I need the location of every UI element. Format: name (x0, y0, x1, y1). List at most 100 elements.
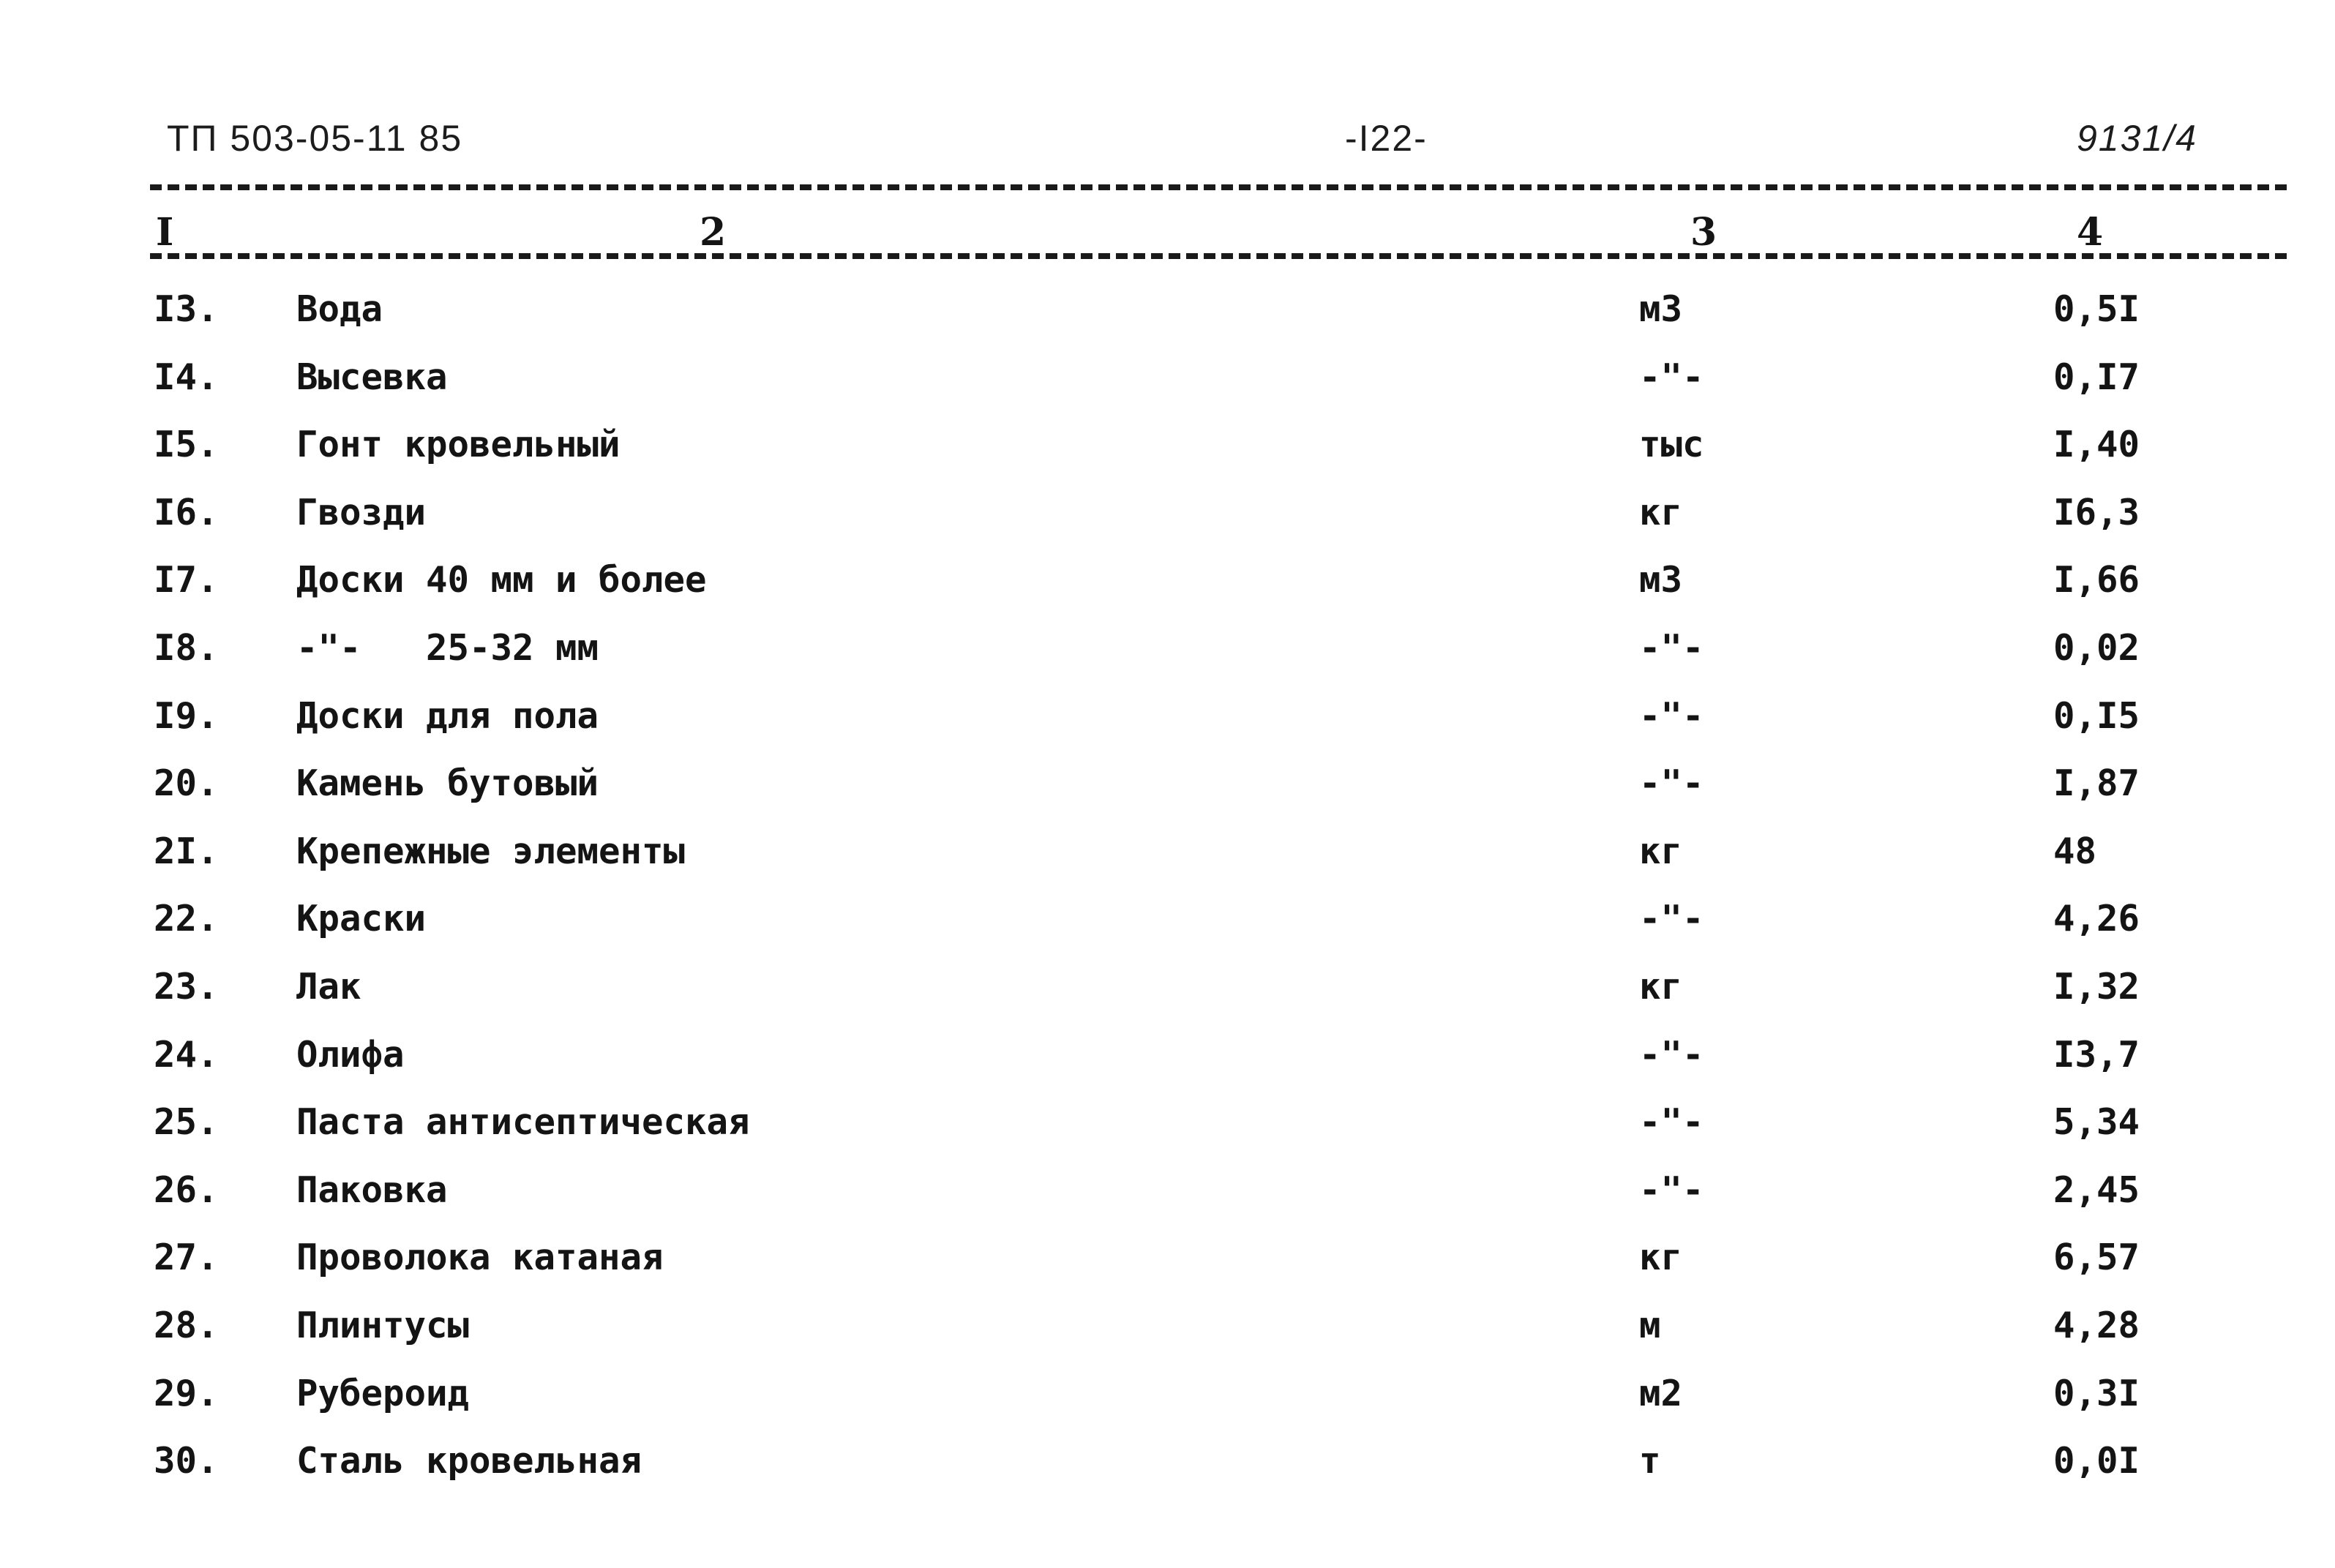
quantity: 48 (2053, 830, 2097, 872)
material-name: Паста антисептическая (296, 1101, 750, 1144)
unit: -"- (1639, 356, 1704, 398)
row-number: 26. (154, 1169, 219, 1211)
row-number: 23. (154, 965, 219, 1008)
table-row: 30. Сталь кровельная т 0,0I (0, 1436, 2335, 1504)
unit: -"- (1639, 1101, 1704, 1144)
row-number: I4. (154, 356, 219, 398)
unit: тыс (1639, 424, 1704, 466)
row-number: 29. (154, 1372, 219, 1414)
table-row: I4. Высевка -"- 0,I7 (0, 352, 2335, 420)
table-row: I6. Гвозди кг I6,3 (0, 487, 2335, 555)
material-name: Доски 40 мм и более (296, 559, 707, 601)
row-number: 28. (154, 1304, 219, 1346)
unit: -"- (1639, 626, 1704, 669)
row-number: 2I. (154, 830, 219, 872)
table-row: 29. Рубероид м2 0,3I (0, 1368, 2335, 1436)
table-row: 25. Паста антисептическая -"- 5,34 (0, 1097, 2335, 1165)
row-number: 20. (154, 762, 219, 805)
unit: м3 (1639, 559, 1683, 601)
unit: -"- (1639, 1169, 1704, 1211)
unit: -"- (1639, 694, 1704, 737)
material-name: Сталь кровельная (296, 1440, 642, 1482)
column-header-dashed-rule (150, 253, 2287, 259)
row-number: I6. (154, 491, 219, 533)
unit: кг (1639, 1237, 1683, 1279)
material-name: Камень бутовый (296, 762, 599, 805)
unit: -"- (1639, 1033, 1704, 1076)
row-number: I3. (154, 288, 219, 330)
table-row: I5. Гонт кровельный тыс I,40 (0, 419, 2335, 487)
material-name: Гвозди (296, 491, 427, 533)
table-row: 27. Проволока катаная кг 6,57 (0, 1232, 2335, 1300)
table-row: I9. Доски для пола -"- 0,I5 (0, 691, 2335, 759)
row-number: 27. (154, 1237, 219, 1279)
column-number-3: 3 (1684, 212, 1723, 253)
unit: -"- (1639, 762, 1704, 805)
quantity: I,66 (2053, 559, 2140, 601)
material-name: -"- 25-32 мм (296, 626, 599, 669)
table-row: 24. Олифа -"- I3,7 (0, 1029, 2335, 1098)
quantity: 0,02 (2053, 626, 2140, 669)
quantity: 4,26 (2053, 898, 2140, 940)
table-row: 22. Краски -"- 4,26 (0, 893, 2335, 961)
quantity: 0,I5 (2053, 694, 2140, 737)
unit: м (1639, 1304, 1661, 1346)
row-number: 22. (154, 898, 219, 940)
material-name: Высевка (296, 356, 448, 398)
quantity: I,40 (2053, 424, 2140, 466)
row-number: 25. (154, 1101, 219, 1144)
table-row: 23. Лак кг I,32 (0, 961, 2335, 1029)
quantity: 0,I7 (2053, 356, 2140, 398)
material-name: Рубероид (296, 1372, 470, 1414)
table-row: I3. Вода м3 0,5I (0, 284, 2335, 352)
row-number: 24. (154, 1033, 219, 1076)
quantity: I,32 (2053, 965, 2140, 1008)
quantity: 6,57 (2053, 1237, 2140, 1279)
table-row: 2I. Крепежные элементы кг 48 (0, 826, 2335, 894)
page-number: -I22- (1345, 118, 1428, 159)
material-name: Краски (296, 898, 427, 940)
top-dashed-rule (150, 184, 2287, 190)
table-row: 20. Камень бутовый -"- I,87 (0, 758, 2335, 826)
row-number: I5. (154, 424, 219, 466)
quantity: 4,28 (2053, 1304, 2140, 1346)
unit: кг (1639, 965, 1683, 1008)
row-number: I7. (154, 559, 219, 601)
row-number: I8. (154, 626, 219, 669)
table-row: I8. -"- 25-32 мм -"- 0,02 (0, 623, 2335, 691)
unit: м3 (1639, 288, 1683, 330)
column-number-2: 2 (694, 212, 732, 253)
row-number: 30. (154, 1440, 219, 1482)
material-name: Паковка (296, 1169, 448, 1211)
quantity: 0,0I (2053, 1440, 2140, 1482)
table-row: 28. Плинтусы м 4,28 (0, 1300, 2335, 1368)
materials-table: I3. Вода м3 0,5I I4. Высевка -"- 0,I7 I5. Гонт … (0, 284, 2335, 1504)
quantity: I,87 (2053, 762, 2140, 805)
column-number-1: I (150, 212, 180, 253)
album-code: 9131/4 (2077, 118, 2197, 159)
unit: -"- (1639, 898, 1704, 940)
unit: кг (1639, 491, 1683, 533)
material-name: Проволока катаная (296, 1237, 664, 1279)
table-row: 26. Паковка -"- 2,45 (0, 1165, 2335, 1233)
unit: т (1639, 1440, 1661, 1482)
material-name: Гонт кровельный (296, 424, 621, 466)
row-number: I9. (154, 694, 219, 737)
doc-code: ТП 503-05-11 85 (167, 118, 463, 159)
quantity: I3,7 (2053, 1033, 2140, 1076)
quantity: 0,3I (2053, 1372, 2140, 1414)
material-name: Крепежные элементы (296, 830, 686, 872)
quantity: I6,3 (2053, 491, 2140, 533)
quantity: 2,45 (2053, 1169, 2140, 1211)
material-name: Вода (296, 288, 383, 330)
quantity: 5,34 (2053, 1101, 2140, 1144)
material-name: Доски для пола (296, 694, 599, 737)
material-name: Плинтусы (296, 1304, 470, 1346)
material-name: Олифа (296, 1033, 405, 1076)
column-number-4: 4 (2071, 212, 2110, 253)
unit: кг (1639, 830, 1683, 872)
material-name: Лак (296, 965, 361, 1008)
unit: м2 (1639, 1372, 1683, 1414)
quantity: 0,5I (2053, 288, 2140, 330)
